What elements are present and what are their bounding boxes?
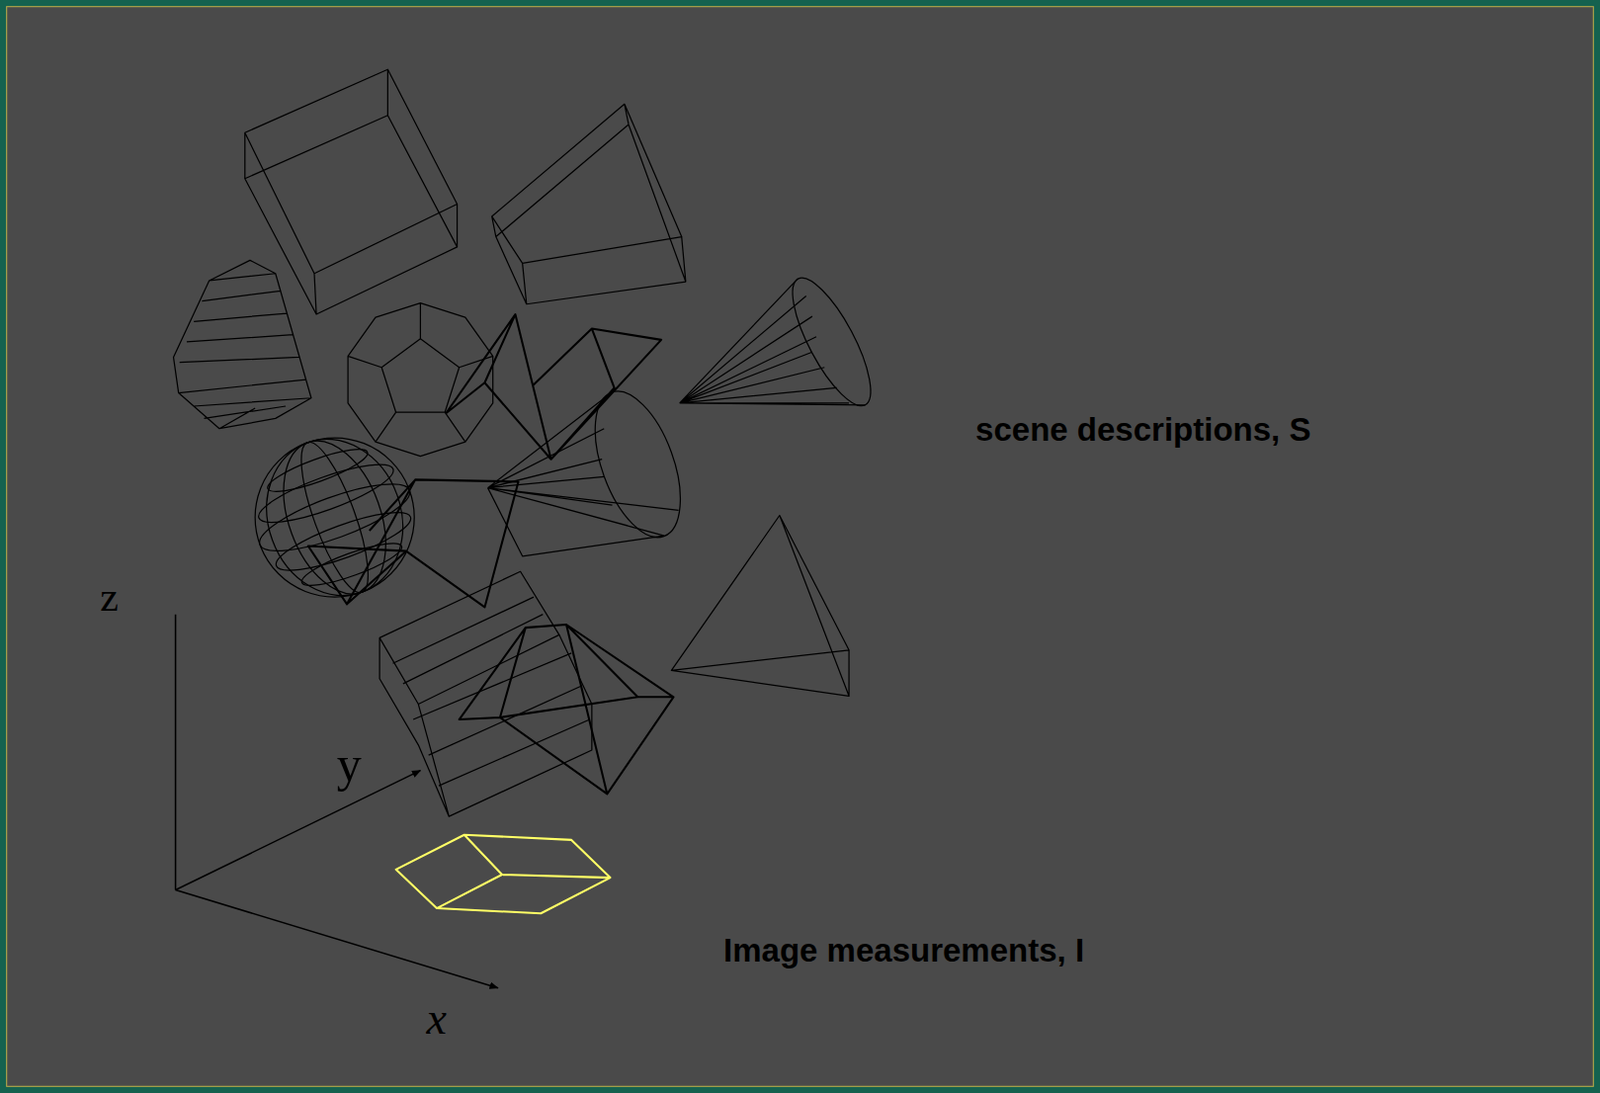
y-axis xyxy=(175,770,422,891)
z-axis xyxy=(174,614,177,891)
wireframes xyxy=(173,69,886,817)
bold-wireframes xyxy=(308,314,674,794)
pyramid-wireframe xyxy=(459,624,674,794)
sphere-line xyxy=(263,426,405,608)
sphere-line xyxy=(288,435,382,600)
sphere-line xyxy=(298,535,407,593)
sphere-grid xyxy=(232,415,436,619)
sphere-outline xyxy=(254,437,415,597)
pyramid-wireframe xyxy=(445,314,662,460)
truncated-cone-wireframe xyxy=(173,259,312,428)
panel-caption: scene descriptions, S xyxy=(975,412,1311,448)
box-wireframe xyxy=(379,571,592,817)
frame-line xyxy=(6,6,1595,1088)
sphere-line xyxy=(270,502,417,583)
axis-label: y xyxy=(336,737,362,792)
cone-rays xyxy=(488,393,679,557)
axis-label: z xyxy=(99,574,119,620)
axis-label: x xyxy=(426,994,447,1045)
cone-base xyxy=(578,380,698,549)
cone-base xyxy=(778,267,886,416)
pyramid-wireframe xyxy=(308,479,519,607)
axes xyxy=(175,614,499,989)
tetrahedron-wireframe xyxy=(671,515,849,697)
image-projection xyxy=(396,835,611,915)
cone-rays xyxy=(679,278,866,406)
sphere-line xyxy=(263,441,372,500)
panel-caption: Image measurements, I xyxy=(723,932,1085,969)
wedge-wireframe xyxy=(492,103,686,304)
dodecahedron-wireframe xyxy=(347,303,494,457)
x-axis xyxy=(175,889,499,988)
